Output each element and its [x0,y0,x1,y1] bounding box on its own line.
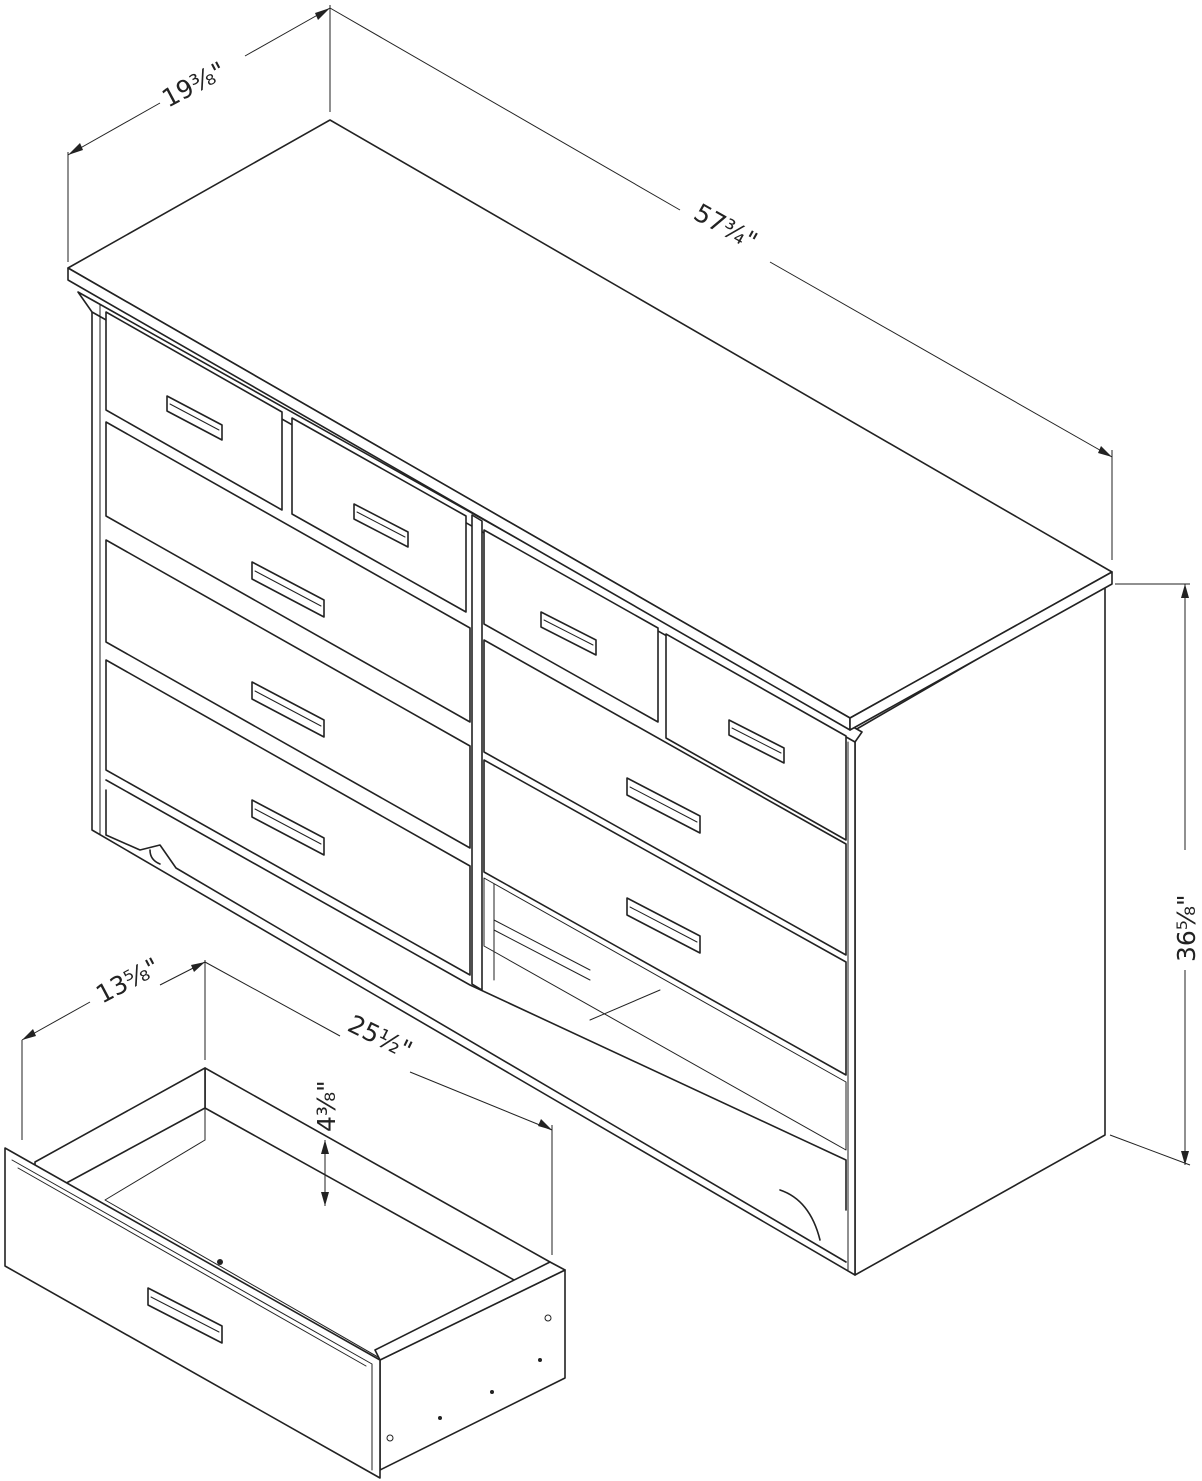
hole-icon [386,1434,394,1442]
right-base-curve [779,1189,821,1241]
drawer-left-2 [105,421,471,723]
opening-floor-line [589,989,661,1021]
handle-icon [251,561,325,618]
dimension-drawer-depth [21,960,206,1140]
base-apron [105,789,847,1263]
drawer-opening [483,877,847,1151]
kick-plate [105,779,847,1211]
dimension-label-height: 36⁵⁄₈" [1172,894,1201,962]
dimension-label-drawer-width: 25¹⁄₂" [343,1009,416,1065]
dimension-drawer-width [204,961,553,1255]
dimension-height [1109,583,1191,1166]
drawer-top-right-a [483,529,659,723]
drawer-right-side-top [374,1261,566,1361]
drawer-front-bevel-2 [17,1167,367,1367]
hole-icon [438,1416,442,1420]
drawer-floor [104,1139,471,1411]
dresser-handles [166,395,785,954]
drawer-top-left-b [291,417,467,613]
hole-icon [217,1259,223,1265]
drawer-slide-rail-lower [493,929,591,981]
handle-icon [626,897,701,954]
handle-icon [626,777,701,834]
drawer-left-3 [105,539,471,849]
dimension-depth [67,5,331,262]
dimension-label-width: 57³⁄₄" [689,198,762,256]
dresser-top-side-edge [849,571,1113,731]
hole-icon [490,1390,494,1394]
handle-icon [251,799,325,856]
handle-icon [166,395,223,441]
hole-icon [544,1314,552,1322]
handle-icon [251,681,325,738]
dimension-label-drawer-depth: 13⁵⁄₈" [91,952,164,1009]
dimension-width [329,7,1113,560]
dimension-label-drawer-height: 4³⁄₈" [312,1080,341,1132]
left-base-curve [149,849,161,865]
handle-icon [728,719,785,764]
drawer-left-4 [105,659,471,976]
drawer-front-bevel [11,1159,373,1471]
drawer-right-side [379,1269,566,1471]
drawer-back [204,1067,551,1301]
drawer-slide-rail [493,919,591,971]
handle-icon [147,1287,223,1344]
removed-drawer [4,1067,566,1479]
handle-icon [540,611,597,656]
center-divider [471,514,483,991]
dimension-label-depth: 19³⁄₈" [157,56,230,113]
hole-icon [538,1358,542,1362]
handle-icon [353,503,409,548]
dimension-drawer-height [321,1140,329,1206]
